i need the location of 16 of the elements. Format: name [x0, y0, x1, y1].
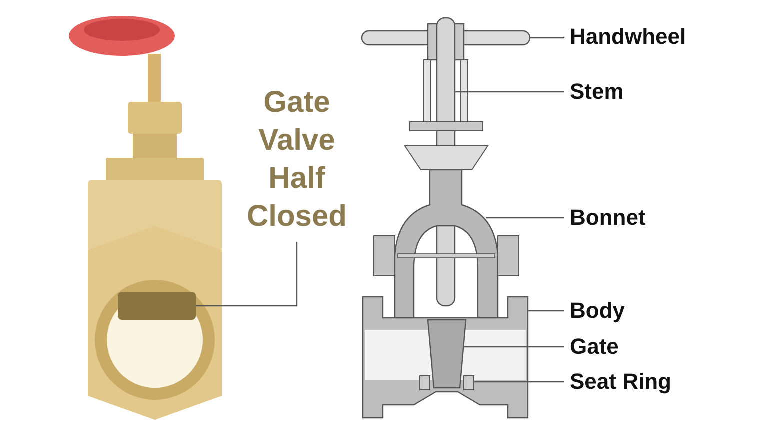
part-label: Body	[570, 300, 625, 322]
half-closed-gate	[118, 292, 196, 320]
leader-line	[455, 91, 564, 93]
title-text: Gate Valve Half Closed	[246, 85, 348, 235]
part-label: Seat Ring	[570, 371, 672, 393]
part-label: Handwheel	[570, 26, 686, 48]
leader-line	[474, 381, 564, 383]
leader-line	[464, 346, 564, 348]
leader-line	[486, 217, 564, 219]
part-label: Stem	[570, 81, 624, 103]
leader-line	[196, 242, 298, 307]
bonnet	[374, 60, 520, 319]
part-label: Gate	[570, 336, 619, 358]
leader-line	[530, 36, 565, 39]
leader-line	[528, 310, 564, 312]
part-label: Bonnet	[570, 207, 646, 229]
